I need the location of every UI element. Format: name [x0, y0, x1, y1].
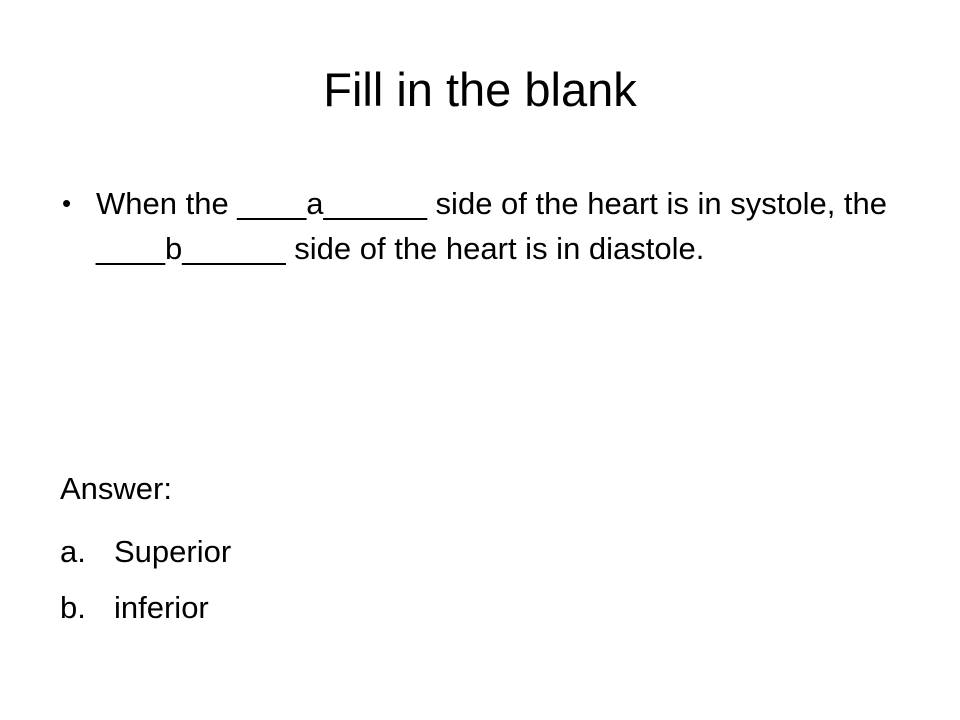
answer-text: Superior — [114, 534, 232, 569]
answer-list: a. Superior b. inferior — [60, 524, 231, 636]
bullet-list: • When the ____a______ side of the heart… — [60, 181, 900, 271]
bullet-item: • When the ____a______ side of the heart… — [60, 181, 900, 271]
answer-letter: b. — [60, 590, 86, 625]
answer-item-a: a. Superior — [60, 524, 231, 580]
answer-letter: a. — [60, 534, 86, 569]
answer-item-b: b. inferior — [60, 580, 231, 636]
bullet-dot-icon: • — [62, 188, 72, 218]
answer-heading: Answer: — [60, 471, 172, 506]
question-text: When the ____a______ side of the heart i… — [96, 186, 888, 266]
slide-title: Fill in the blank — [323, 63, 637, 116]
answer-text: inferior — [114, 590, 209, 625]
